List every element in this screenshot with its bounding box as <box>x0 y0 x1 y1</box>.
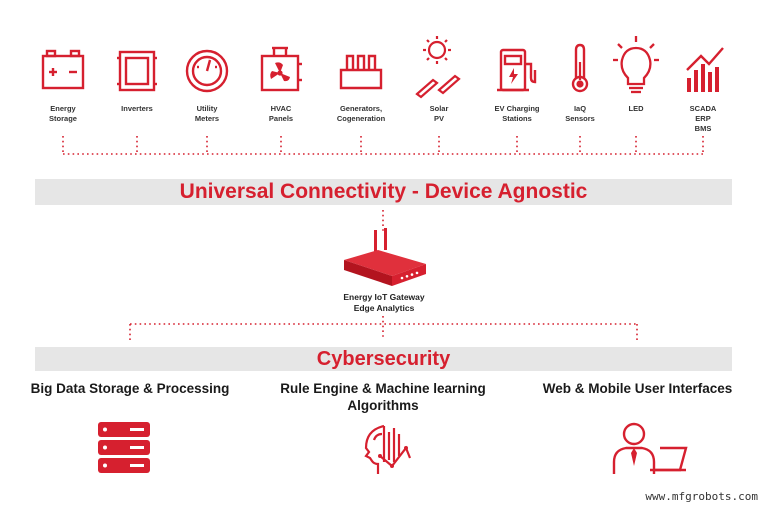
device-label-iaq-sensors: IaQ Sensors <box>565 104 595 123</box>
inverter-icon <box>117 50 157 92</box>
gateway-router-icon <box>344 228 426 286</box>
layer-label-user-interfaces: Web & Mobile User Interfaces <box>542 381 733 396</box>
device-label-hvac-panels: HVAC Panels <box>268 104 294 123</box>
user-laptop-icon <box>612 422 688 474</box>
device-label-scada: SCADA ERP BMS <box>689 104 717 133</box>
meter-icon <box>185 49 229 93</box>
layer-label-big-data: Big Data Storage & Processing <box>30 381 230 396</box>
watermark-text: www.mfgrobots.com <box>645 490 758 503</box>
generator-icon <box>339 54 383 90</box>
thermometer-icon <box>571 43 589 93</box>
device-label-inverters: Inverters <box>121 104 153 113</box>
bulb-icon <box>613 36 659 94</box>
device-label-ev-charging: EV Charging Stations <box>494 104 540 123</box>
server-stack-icon <box>98 422 150 473</box>
device-label-utility-meters: Utility Meters <box>194 104 220 123</box>
ai-head-icon <box>364 424 412 474</box>
device-label-led: LED <box>628 104 644 113</box>
chart-icon <box>686 47 724 92</box>
device-label-generators: Generators, Cogeneration <box>336 104 386 123</box>
ev-charger-icon <box>497 48 537 92</box>
gateway-label: Energy IoT Gateway Edge Analytics <box>343 292 425 313</box>
solar-icon <box>415 36 461 99</box>
hvac-icon <box>260 46 302 92</box>
device-label-energy-storage: Energy Storage <box>49 104 77 123</box>
connectivity-band: Universal Connectivity - Device Agnostic <box>35 179 732 205</box>
layer-label-rule-engine: Rule Engine & Machine learning Algorithm… <box>280 381 486 413</box>
battery-icon <box>41 49 85 90</box>
cybersecurity-band: Cybersecurity <box>35 347 732 371</box>
device-label-solar-pv: Solar PV <box>429 104 449 123</box>
